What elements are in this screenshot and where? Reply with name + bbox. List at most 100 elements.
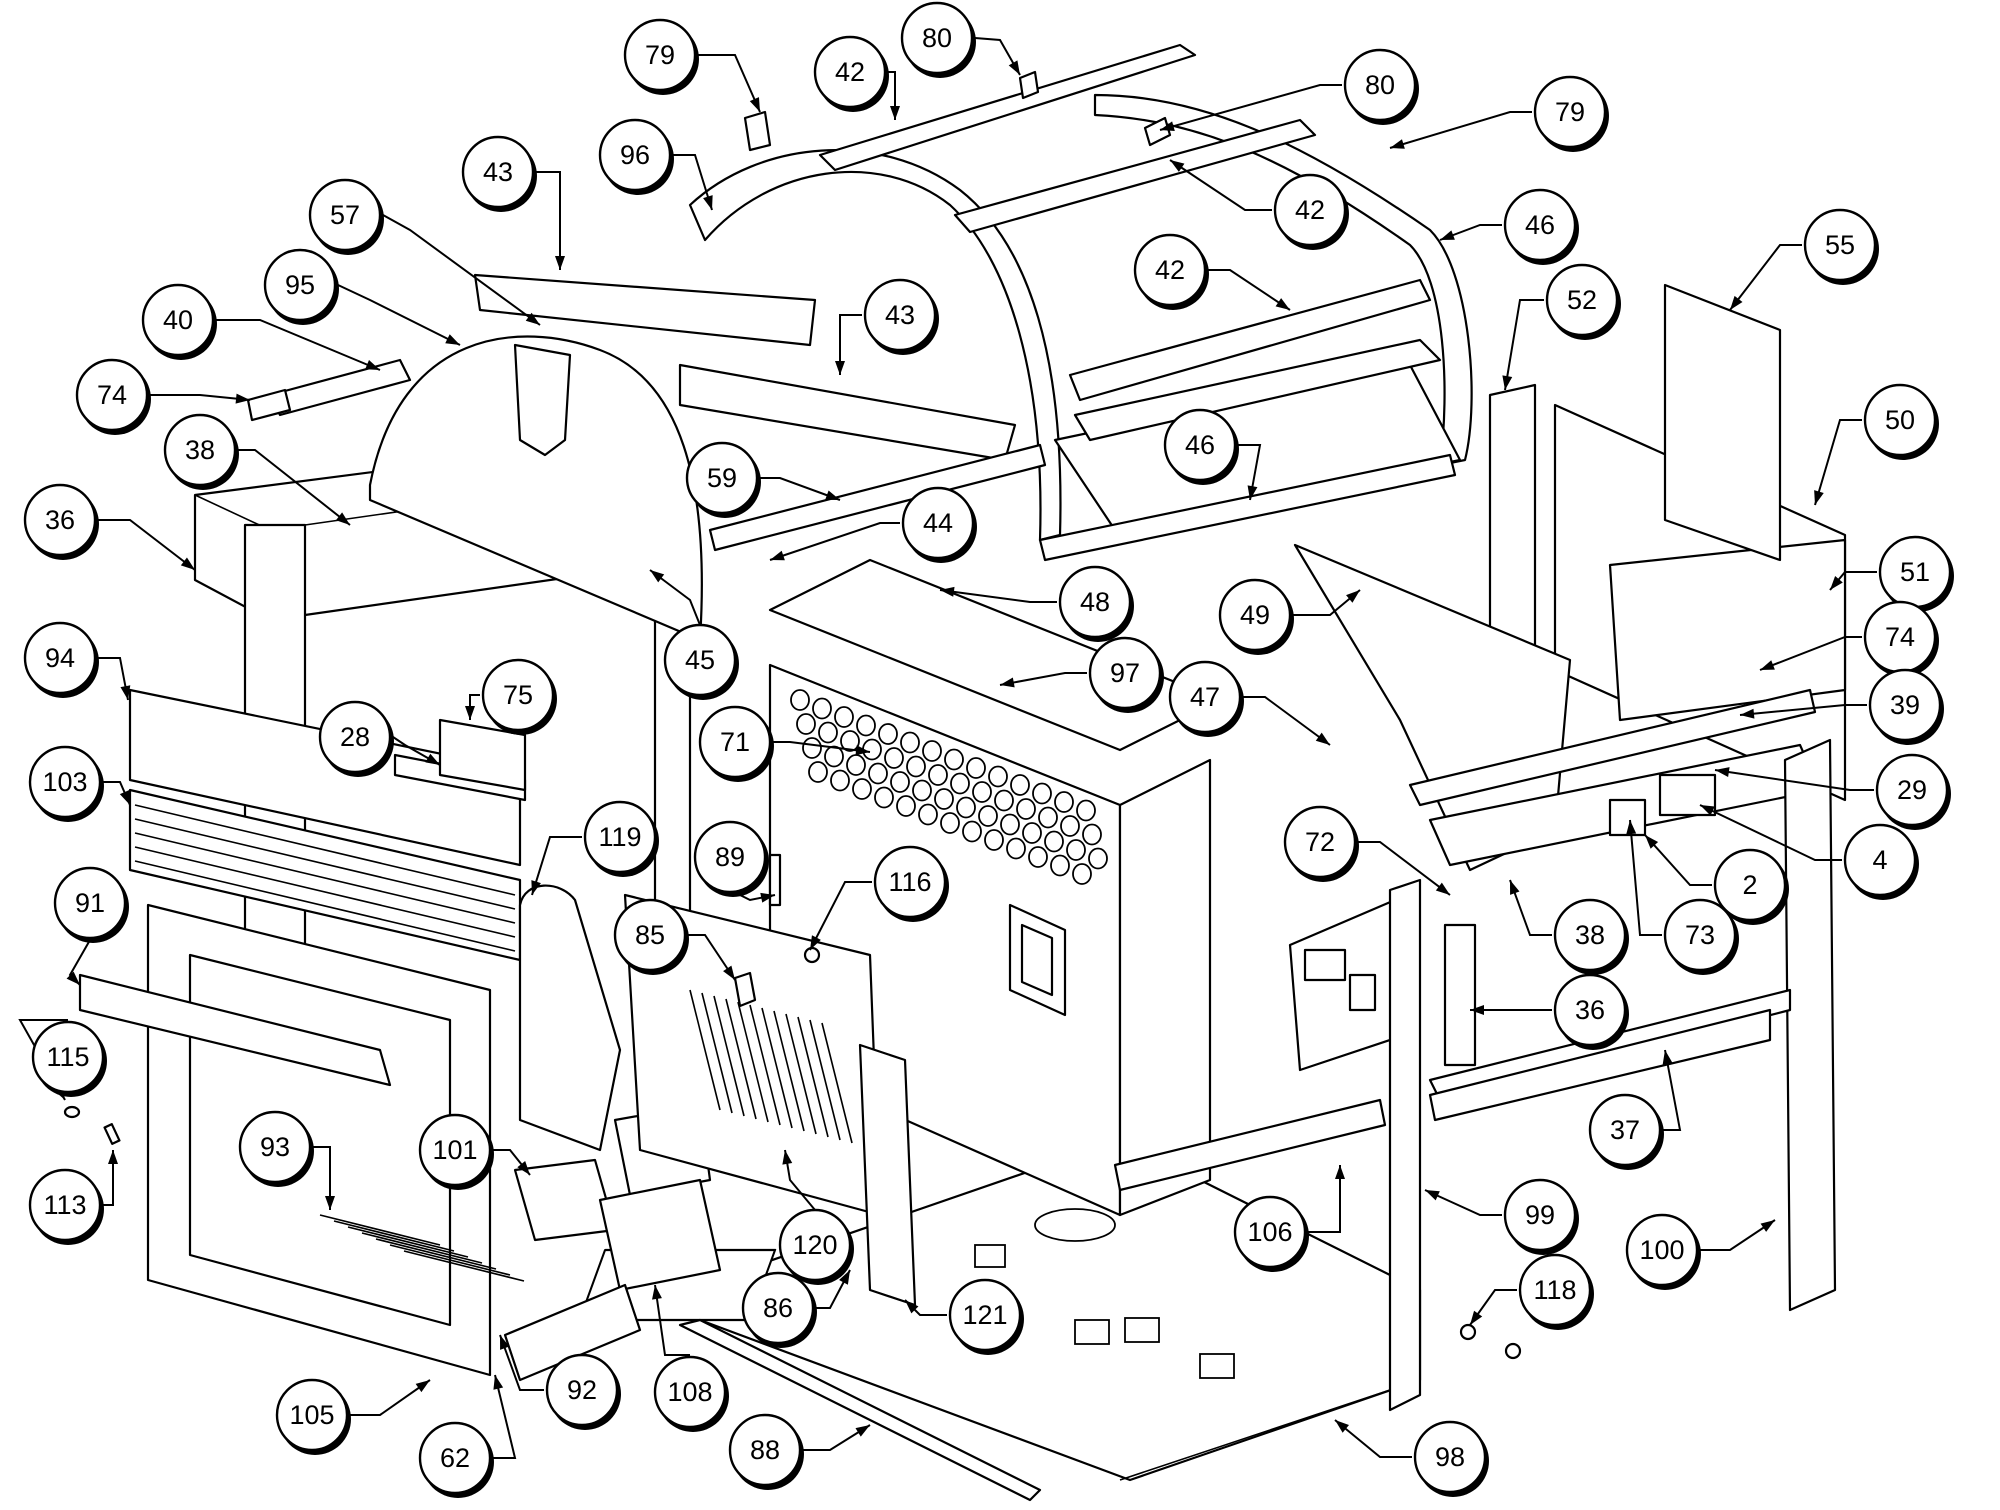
callout-circle [28, 1168, 102, 1242]
callout-label: 73 [1685, 920, 1715, 950]
leader-line-113 [103, 1150, 114, 1206]
leader-arrowhead [120, 685, 131, 700]
firebox-side-panel [1118, 758, 1212, 1217]
leader-arrowhead [825, 490, 840, 500]
leader-line-88 [803, 1424, 871, 1451]
callout-51: 51 [1878, 535, 1954, 612]
callout-label: 44 [923, 508, 953, 538]
grate-bar [389, 1244, 511, 1276]
callout-circle [1088, 636, 1162, 710]
leader-line-38 [238, 449, 351, 526]
leader-line-93 [313, 1146, 331, 1210]
callout-circle [1875, 753, 1949, 827]
air-hole [994, 789, 1014, 812]
leader-arrowhead [1830, 576, 1843, 590]
callout-36: 36 [1553, 973, 1629, 1050]
callout-circle [1803, 208, 1877, 282]
callout-28: 28 [318, 700, 394, 777]
small-bracket-right [1143, 116, 1172, 147]
flame-slot [737, 1001, 769, 1123]
callout-95: 95 [263, 248, 339, 325]
callout-label: 36 [1575, 995, 1605, 1025]
leader-line-106 [1308, 1165, 1341, 1233]
leader-line-94 [98, 657, 129, 701]
callout-circle [741, 1271, 815, 1345]
callout-72: 72 [1283, 805, 1359, 882]
leader-arrowhead [1740, 708, 1755, 719]
air-hole [950, 772, 970, 795]
air-hole [1054, 791, 1074, 813]
leader-line-59 [760, 477, 841, 501]
leader-line-119 [531, 836, 582, 896]
callout-label: 62 [440, 1443, 470, 1473]
air-hole [896, 795, 916, 817]
callout-circle [1553, 898, 1627, 972]
callout-label: 59 [707, 463, 737, 493]
bottom-rail [678, 1318, 1042, 1502]
callout-label: 120 [792, 1230, 837, 1260]
leader-line-46 [1238, 444, 1262, 501]
front-cross-rail [1038, 453, 1457, 562]
air-hole [796, 713, 816, 735]
air-hole [812, 697, 832, 720]
air-hole [962, 820, 982, 843]
callout-label: 106 [1247, 1217, 1292, 1247]
leader-arrowhead [108, 1150, 118, 1164]
callout-label: 74 [1885, 622, 1915, 652]
control-board [1288, 898, 1407, 1072]
callout-label: 29 [1897, 775, 1927, 805]
leader-line-55 [1729, 244, 1802, 311]
callout-circle [1553, 973, 1627, 1047]
callout-29: 29 [1875, 753, 1951, 830]
callout-label: 42 [835, 57, 865, 87]
callout-89: 89 [693, 820, 769, 897]
callout-92: 92 [545, 1353, 621, 1430]
callout-48: 48 [1058, 565, 1134, 642]
side-liner [518, 884, 622, 1152]
leader-line-97 [999, 672, 1087, 686]
callout-circle [308, 178, 382, 252]
air-hole [1060, 815, 1080, 837]
leader-arrowhead [1315, 732, 1330, 745]
air-hole [940, 812, 960, 834]
callout-label: 85 [635, 920, 665, 950]
right-lower-shelf [1428, 1008, 1772, 1122]
leader-arrowhead [1760, 1220, 1775, 1232]
ash-clip [1443, 923, 1477, 1067]
air-hole [808, 761, 828, 783]
leader-arrowhead [445, 334, 460, 345]
callout-circle [481, 658, 555, 732]
flame-slot [809, 1019, 841, 1141]
callout-circle [873, 845, 947, 919]
callout-circle [1218, 578, 1292, 652]
callout-4: 4 [1843, 823, 1919, 900]
air-hole [840, 730, 860, 752]
callout-label: 99 [1525, 1200, 1555, 1230]
callout-113: 113 [28, 1168, 104, 1245]
callout-108: 108 [653, 1355, 729, 1432]
callout-label: 37 [1610, 1115, 1640, 1145]
lower-front-rail [1113, 1098, 1387, 1192]
air-hole [834, 706, 854, 728]
leader-arrowhead [1247, 485, 1258, 500]
callout-label: 79 [645, 40, 675, 70]
callout-circle [901, 486, 975, 560]
callout-circle [28, 745, 102, 819]
callout-38: 38 [163, 413, 239, 490]
leader-arrowhead [500, 1335, 510, 1350]
leader-arrowhead [1440, 230, 1455, 240]
fastener-nut [1504, 1342, 1522, 1360]
leader-line-73 [1629, 819, 1662, 936]
callout-circle [583, 800, 657, 874]
leader-line-80 [974, 37, 1021, 76]
leader-line-36 [98, 519, 196, 571]
leader-arrowhead [890, 106, 900, 120]
callout-94: 94 [23, 621, 99, 698]
top-rail-upper [818, 43, 1197, 172]
leader-line-116 [809, 881, 872, 951]
callout-label: 103 [42, 767, 87, 797]
leader-line-4 [1699, 804, 1842, 861]
